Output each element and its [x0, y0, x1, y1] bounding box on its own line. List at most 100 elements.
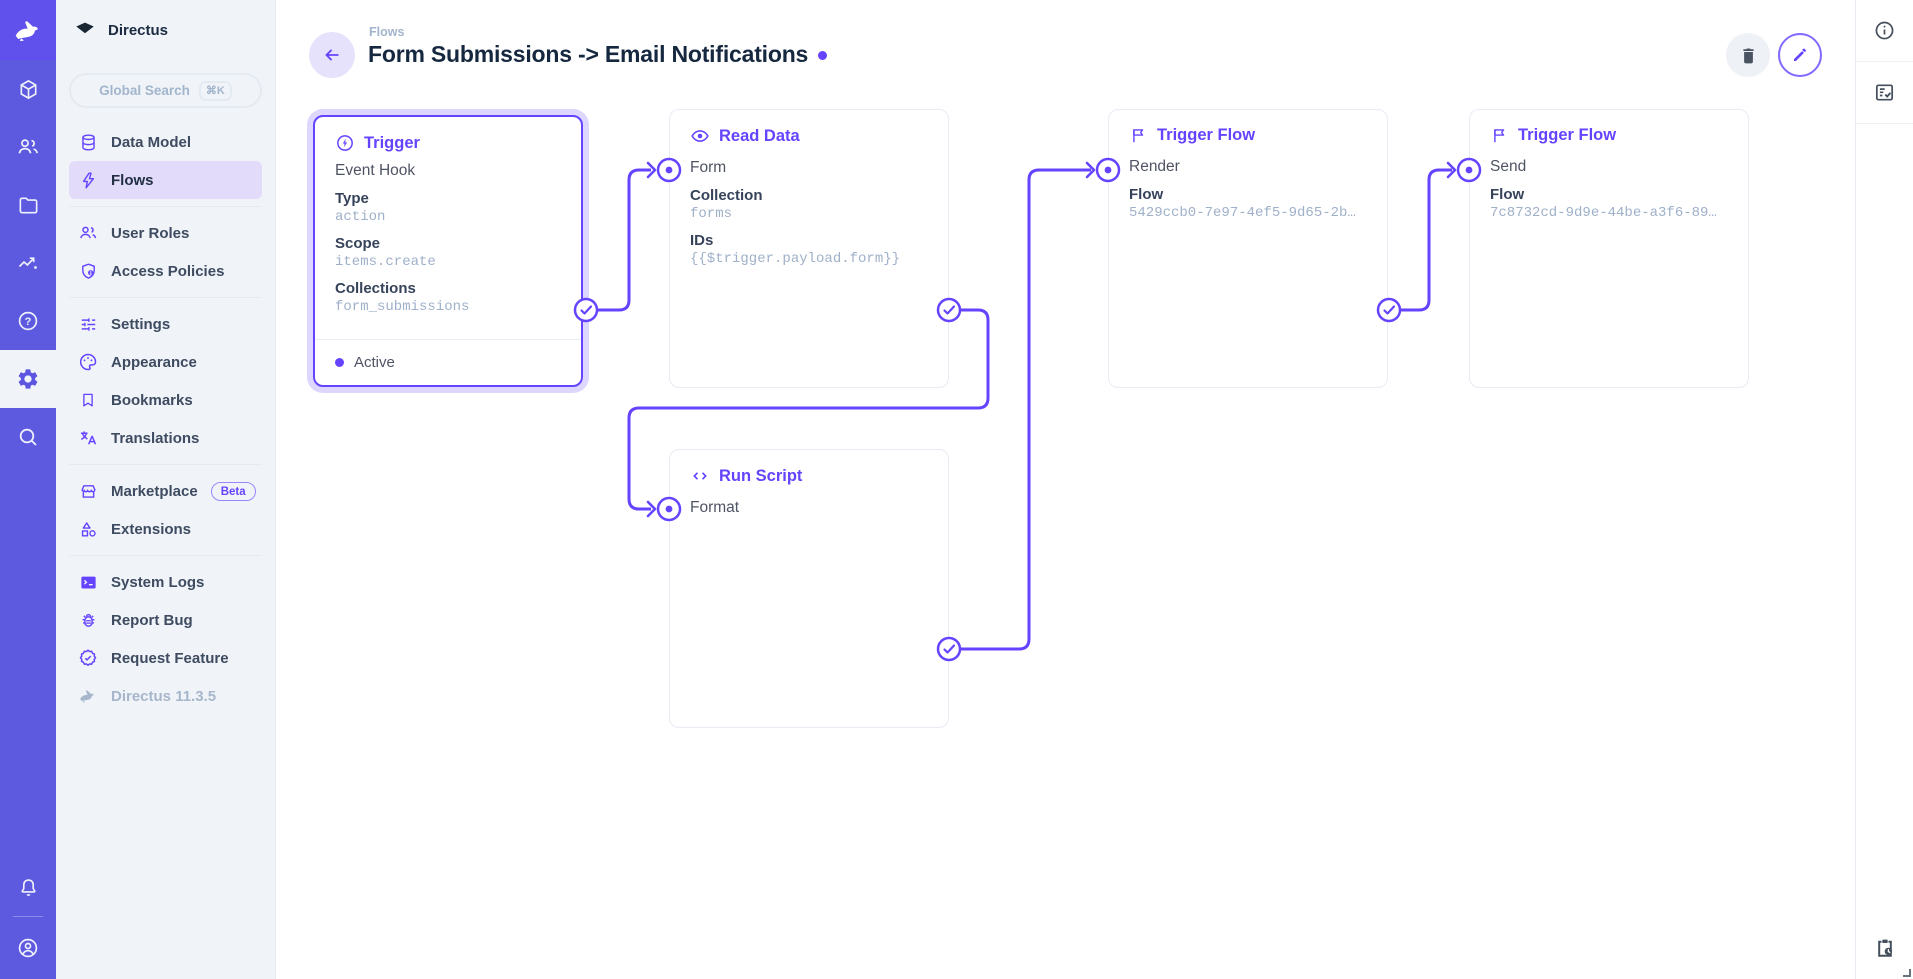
- search-placeholder: Global Search: [99, 83, 190, 98]
- page-title: Form Submissions -> Email Notifications: [368, 41, 809, 67]
- box-icon: [19, 79, 37, 99]
- search-icon: [19, 428, 37, 446]
- flow-panel-trigger-flow-render[interactable]: Trigger Flow Render Flow 5429ccb0-7e97-4…: [1108, 109, 1388, 388]
- sidebar-item-label: User Roles: [111, 224, 190, 242]
- back-button[interactable]: [309, 32, 355, 78]
- module-bar: ?: [0, 0, 56, 979]
- sidebar-item-appearance[interactable]: Appearance: [69, 343, 262, 381]
- arrowhead: [1085, 161, 1096, 179]
- palette-icon: [78, 352, 98, 372]
- field-value: forms: [690, 206, 733, 222]
- eye-icon: [691, 130, 709, 142]
- info-icon: [1875, 21, 1894, 40]
- sidebar-item-system-logs[interactable]: System Logs: [69, 563, 262, 601]
- module-settings[interactable]: [0, 350, 56, 408]
- module-insights[interactable]: [0, 234, 56, 292]
- status-label: Active: [354, 354, 395, 371]
- bug-icon: [78, 610, 98, 630]
- edit-flow-button[interactable]: [1778, 33, 1822, 77]
- flow-canvas-area: Flows Form Submissions -> Email Notifica…: [276, 0, 1855, 979]
- trash-icon: [1742, 48, 1754, 63]
- flow-panel-trigger[interactable]: Trigger Event Hook Type action Scope ite…: [313, 115, 583, 387]
- resize-grip: [1903, 969, 1911, 977]
- delete-flow-button[interactable]: [1726, 33, 1770, 77]
- panel-category: Trigger: [364, 133, 420, 152]
- field-label: Flow: [1129, 186, 1164, 203]
- wire-run-script-to-render: [960, 168, 1091, 651]
- module-help[interactable]: ?: [0, 292, 56, 350]
- project-name: Directus: [108, 21, 169, 39]
- sidebar-item-access-policies[interactable]: Access Policies: [69, 252, 262, 290]
- sidebar-item-translations[interactable]: Translations: [69, 419, 262, 457]
- code-icon: [693, 472, 707, 480]
- module-search[interactable]: [0, 408, 56, 466]
- field-value: 7c8732cd-9d9e-44be-a3f6-89…: [1490, 205, 1717, 221]
- info-sidebar-button[interactable]: [1856, 0, 1913, 62]
- sidebar-item-marketplace[interactable]: Marketplace Beta: [69, 472, 262, 510]
- panel-category: Trigger Flow: [1157, 126, 1256, 144]
- sidebar-item-label: System Logs: [111, 573, 205, 591]
- nav-divider: [69, 464, 262, 465]
- avatar-icon: [18, 938, 38, 958]
- account-button[interactable]: [0, 917, 56, 979]
- sidebar-item-label: Bookmarks: [111, 391, 193, 409]
- bookmark-icon: [78, 390, 98, 410]
- version-label: Directus 11.3.5: [111, 687, 217, 705]
- panel-category: Trigger Flow: [1518, 126, 1617, 144]
- logs-icon: [1875, 84, 1894, 101]
- module-content[interactable]: [0, 60, 56, 118]
- sidebar-item-user-roles[interactable]: User Roles: [69, 214, 262, 252]
- module-files[interactable]: [0, 176, 56, 234]
- module-users[interactable]: [0, 118, 56, 176]
- logs-sidebar-button[interactable]: [1856, 62, 1913, 124]
- bolt-circle-icon: [337, 135, 353, 151]
- breadcrumb[interactable]: Flows: [369, 25, 405, 39]
- svg-text:?: ?: [25, 316, 32, 328]
- flow-activity-button[interactable]: [1856, 917, 1913, 979]
- flow-status-dot: [818, 51, 828, 60]
- sidebar-item-label: Appearance: [111, 353, 197, 371]
- translate-icon: [78, 428, 98, 448]
- sidebar-item-flows[interactable]: Flows: [69, 161, 262, 199]
- active-status-dot: [335, 358, 344, 367]
- shield-icon: [78, 261, 98, 281]
- field-value: action: [335, 209, 386, 225]
- verified-icon: [78, 648, 98, 668]
- notifications-button[interactable]: [0, 858, 56, 916]
- sidebar-item-label: Access Policies: [111, 262, 225, 280]
- module-bar-divider: [13, 916, 43, 917]
- search-shortcut-badge: ⌘K: [198, 80, 232, 101]
- people-icon: [78, 223, 98, 243]
- field-value: 5429ccb0-7e97-4ef5-9d65-2b…: [1129, 205, 1356, 221]
- rabbit-gray-icon: [78, 686, 98, 706]
- wire-trigger-to-read-data: [597, 168, 651, 312]
- sidebar-item-request-feature[interactable]: Request Feature: [69, 639, 262, 677]
- sidebar-item-bookmarks[interactable]: Bookmarks: [69, 381, 262, 419]
- beta-badge: Beta: [210, 481, 256, 501]
- right-sidebar: [1855, 0, 1913, 979]
- flow-panel-trigger-flow-send[interactable]: Trigger Flow Send Flow 7c8732cd-9d9e-44b…: [1469, 109, 1749, 388]
- gear-icon: [18, 369, 38, 389]
- insights-icon: [18, 257, 37, 269]
- nav-divider: [69, 555, 262, 556]
- help-icon: ?: [18, 311, 38, 331]
- sidebar-item-settings[interactable]: Settings: [69, 305, 262, 343]
- nav-divider: [69, 297, 262, 298]
- project-header[interactable]: Directus: [56, 0, 275, 60]
- flow-panel-run-script[interactable]: Run Script Format: [669, 449, 949, 728]
- sidebar-item-label: Flows: [111, 171, 154, 189]
- panel-name: Send: [1490, 158, 1527, 175]
- flow-panel-read-data[interactable]: Read Data Form Collection forms IDs {{$t…: [669, 109, 949, 388]
- clipboard-clock-icon: [1877, 939, 1892, 957]
- directus-logo[interactable]: [0, 0, 56, 60]
- sidebar-item-data-model[interactable]: Data Model: [69, 123, 262, 161]
- field-label: Collection: [690, 187, 763, 204]
- sidebar-item-extensions[interactable]: Extensions: [69, 510, 262, 548]
- field-value: {{$trigger.payload.form}}: [690, 251, 901, 267]
- trigger-status: Active: [315, 339, 581, 385]
- sidebar-item-report-bug[interactable]: Report Bug: [69, 601, 262, 639]
- field-label: Type: [335, 190, 369, 207]
- field-label: IDs: [690, 232, 714, 249]
- global-search-input[interactable]: Global Search ⌘K: [69, 73, 262, 108]
- arrowhead: [1446, 161, 1457, 179]
